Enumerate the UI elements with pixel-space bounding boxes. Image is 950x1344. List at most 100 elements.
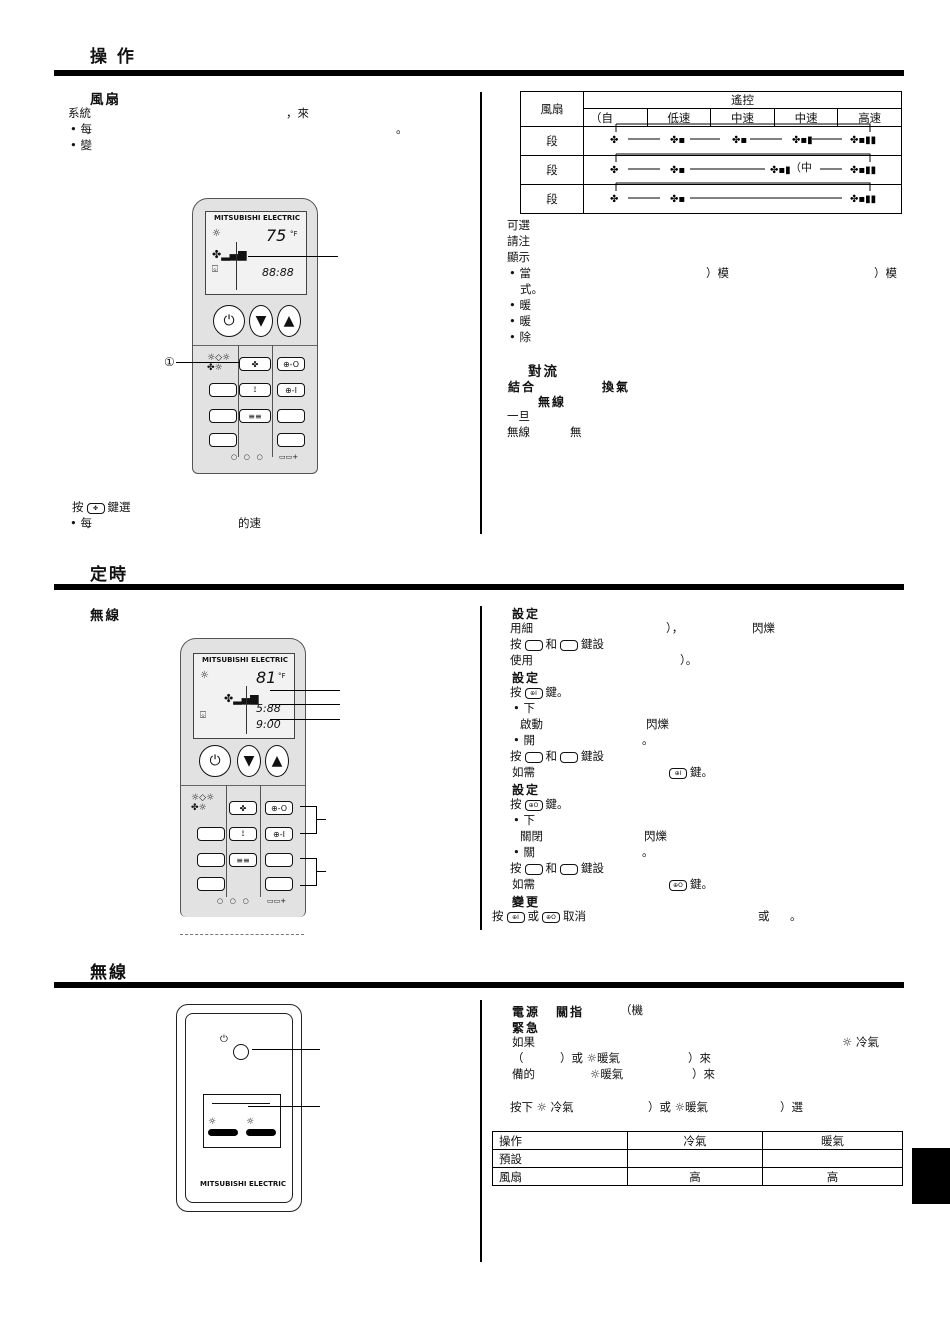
- button-blank-4[interactable]: [209, 433, 237, 447]
- power-heading-a: 電源: [512, 1005, 541, 1019]
- fan-speed-icon: ✤▂▄▆: [212, 248, 247, 261]
- timer-line-12b: 閃爍: [644, 829, 667, 843]
- vane-icon: ⌺: [212, 264, 218, 275]
- emergency-line-1a: 如果: [512, 1035, 535, 1049]
- heat-symbol-icon: ☼: [586, 1051, 597, 1065]
- vane-button[interactable]: ⟟: [239, 383, 271, 397]
- page-edge-tab: [912, 1148, 950, 1204]
- svg-text:✤▪: ✤▪: [670, 194, 685, 205]
- convection-tail-1: 一旦: [507, 409, 530, 423]
- louver-button-2[interactable]: ≡≡: [229, 853, 257, 867]
- brand-label: MITSUBISHI ELECTRIC: [214, 214, 301, 222]
- sun-icon-2: ☼: [200, 670, 209, 681]
- cool-symbol-icon: ☼: [842, 1035, 853, 1049]
- temp-down-button-2[interactable]: ▼: [237, 745, 261, 777]
- convection-line-b: 換氣: [602, 380, 631, 394]
- lcd2-timer-on: 9:00: [256, 718, 281, 731]
- svg-text:✤: ✤: [610, 135, 618, 146]
- emergency-line-4c: ）或 ☼暖氣: [648, 1100, 708, 1114]
- hour-up-button[interactable]: [265, 853, 293, 867]
- button2-blank-2[interactable]: [197, 853, 225, 867]
- divider-1: [480, 92, 482, 534]
- timer-line-16d: 或: [758, 909, 770, 923]
- power-heading-b: 關指: [556, 1005, 585, 1019]
- note-6: • 暖: [509, 314, 531, 328]
- lcd-clock: 88:88: [262, 266, 294, 279]
- remote-header-cell: 遙控: [583, 91, 902, 109]
- row-1-flow: [583, 126, 902, 156]
- convection-tail-3: 無: [570, 425, 582, 439]
- section1-rule: [54, 70, 904, 76]
- timer-line-15a: 如需: [512, 877, 535, 891]
- lcd2-timer-off: 5:88: [256, 702, 281, 715]
- section2-title: 定時: [90, 565, 128, 585]
- timer-line-6b: 閃爍: [646, 717, 669, 731]
- temp-down-button[interactable]: ▼: [249, 305, 273, 337]
- emergency-row-preset: 預設: [492, 1149, 903, 1168]
- divider-3: [480, 1000, 482, 1262]
- receiver-brand: MITSUBISHI ELECTRIC: [200, 1180, 287, 1188]
- timer-line-3b: ）。: [680, 653, 698, 667]
- button-blank-1[interactable]: [209, 383, 237, 397]
- emergency-cool-button[interactable]: [246, 1129, 276, 1136]
- button2-blank-3[interactable]: [197, 877, 225, 891]
- row-label-1: 段: [520, 126, 584, 156]
- receiver-unit: ⏻ ☼ ☼ MITSUBISHI ELECTRIC: [176, 1004, 302, 1212]
- power-button-2[interactable]: ⏻: [199, 745, 231, 777]
- button-blank-2[interactable]: [209, 409, 237, 423]
- timer-line-11: • 下: [513, 813, 535, 827]
- svg-text:✤▪: ✤▪: [670, 165, 685, 176]
- note-4c: ）模: [874, 266, 897, 280]
- hour-down-button[interactable]: [265, 877, 293, 891]
- battery-icon-2: ▭▭+: [267, 897, 287, 905]
- louver-button[interactable]: ≡≡: [239, 409, 271, 423]
- button2-blank-1[interactable]: [197, 827, 225, 841]
- timer-off-button-2[interactable]: ⊕-O: [265, 801, 293, 815]
- timer-line-13b: 。: [642, 845, 654, 859]
- fan-button-2[interactable]: ✤: [229, 801, 257, 815]
- battery-icon: ▭▭+: [279, 453, 299, 461]
- note-7: • 除: [509, 330, 531, 344]
- power-heading-c: （機: [620, 1003, 643, 1017]
- sun-icon: ☼: [212, 228, 221, 239]
- fan-button[interactable]: ✤: [239, 357, 271, 371]
- convection-tail-2: 無線: [507, 425, 530, 439]
- fan-speed-icon-2: ✤▂▄▆: [224, 692, 259, 705]
- timer-line-1a: 用細: [510, 621, 533, 635]
- heat-sun-icon: ☼: [208, 1117, 217, 1127]
- button-blank-3[interactable]: [277, 409, 305, 423]
- emergency-line-4e: ）選: [780, 1100, 803, 1114]
- emergency-line-3a: 備的: [512, 1067, 535, 1081]
- lcd2-temperature: 81: [256, 668, 277, 687]
- timer-on-button[interactable]: ⊕-I: [277, 383, 305, 397]
- timer-line-14: 按和鍵設: [510, 861, 604, 875]
- timer-line-12a: 關閉: [520, 829, 543, 843]
- temp-up-button-2[interactable]: ▲: [265, 745, 289, 777]
- emergency-heading: 緊急: [512, 1021, 541, 1035]
- cool-icon: ☼: [246, 1117, 255, 1127]
- wireless-subheading: 無線: [538, 395, 567, 409]
- timer-on-key-icon: ⊕I: [524, 687, 543, 699]
- timer-set-heading-1: 設定: [512, 607, 541, 621]
- timer-line-13a: • 關: [513, 845, 535, 859]
- timer-on-button-2[interactable]: ⊕-I: [265, 827, 293, 841]
- svg-text:✤▪▮: ✤▪▮: [792, 135, 813, 146]
- indicator-dots-2: ○ ○ ○: [217, 897, 249, 905]
- svg-text:✤▪▮: ✤▪▮: [770, 165, 791, 176]
- vane-button-2[interactable]: ⟟: [229, 827, 257, 841]
- temp-up-button[interactable]: ▲: [277, 305, 301, 337]
- power-indicator-icon: ⏻: [220, 1034, 228, 1045]
- mode-icons: ☼◇☼✤☼: [207, 353, 231, 373]
- button-blank-5[interactable]: [277, 433, 305, 447]
- note-3: 顯示: [507, 250, 530, 264]
- timer-line-5: • 下: [513, 701, 535, 715]
- up-key-icon: [524, 639, 543, 651]
- emergency-heat-button[interactable]: [208, 1129, 238, 1136]
- timer-off-button[interactable]: ⊕-O: [277, 357, 305, 371]
- vane-icon-2: ⌺: [200, 710, 206, 721]
- timer-line-6a: 啟動: [520, 717, 543, 731]
- power-button[interactable]: ⏻: [213, 305, 245, 337]
